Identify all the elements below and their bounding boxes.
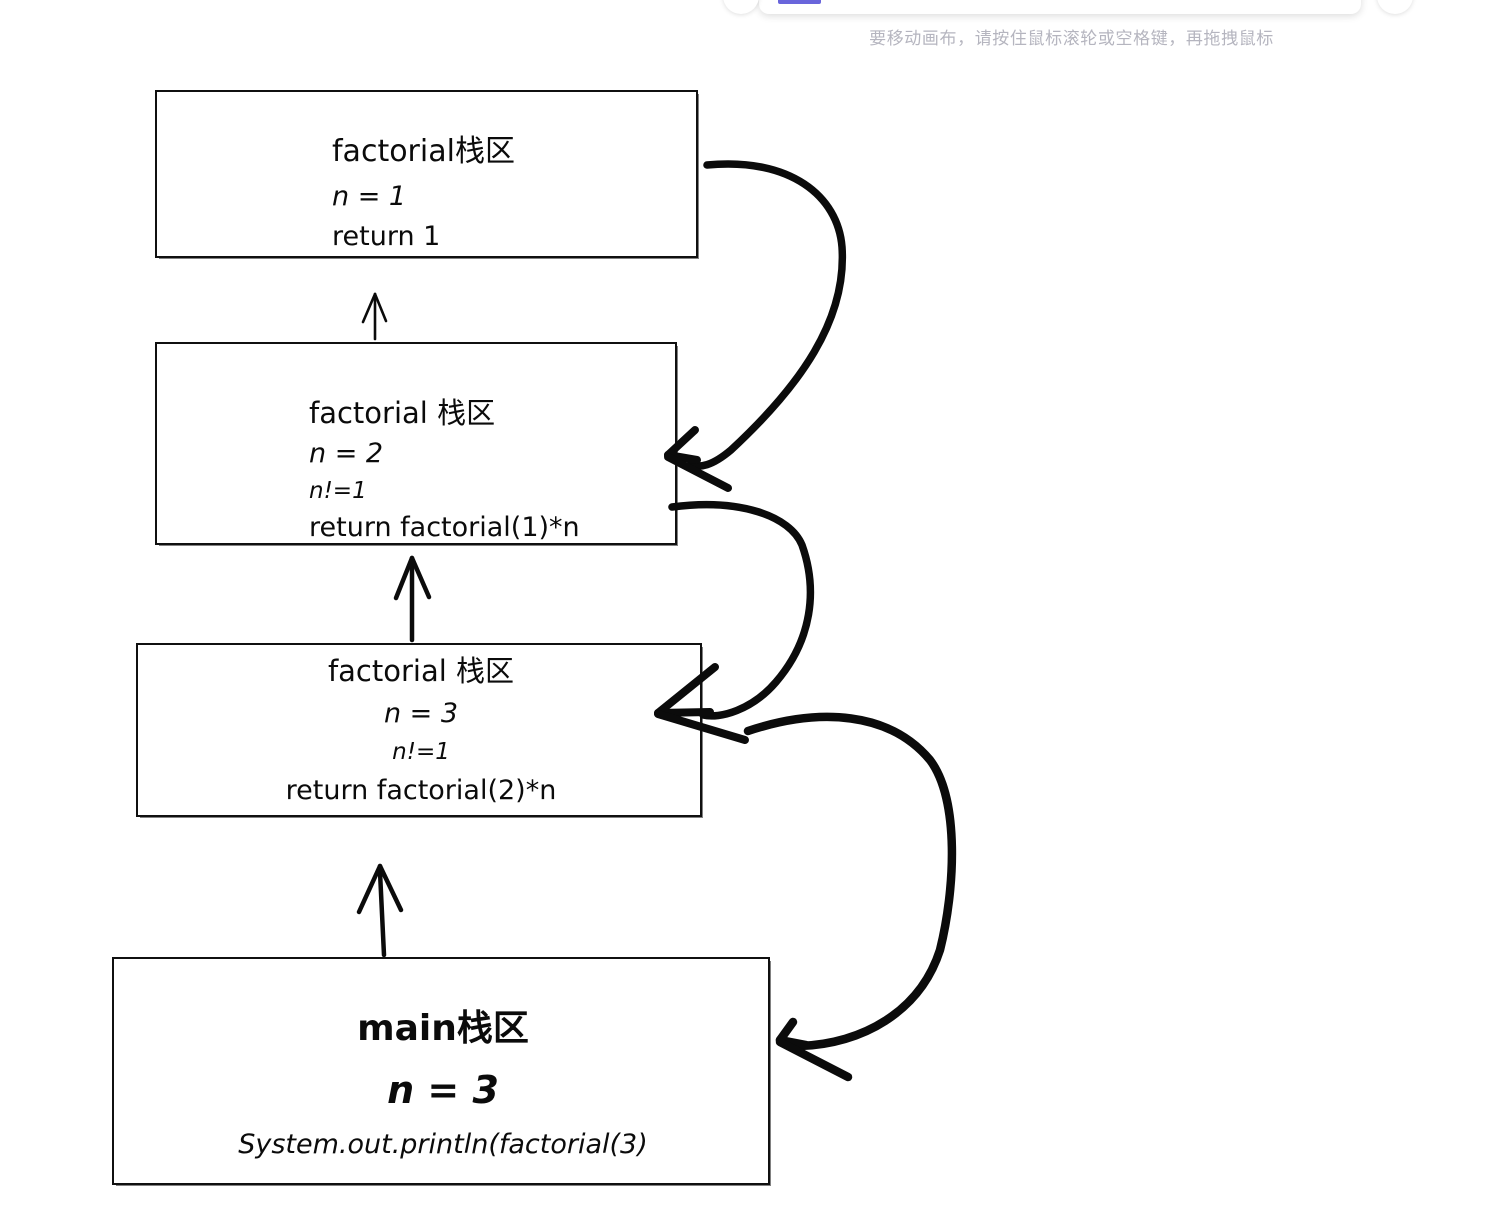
canvas-pan-hint-text: 要移动画布，请按住鼠标滚轮或空格键，再拖拽鼠标 — [869, 29, 1274, 48]
stack-frame-factorial-2[interactable]: factorial 栈区 n = 2 n!=1 return factorial… — [155, 342, 678, 546]
return-arrow-f3-to-main — [743, 712, 957, 1082]
call-arrow-f2-to-f1 — [361, 292, 388, 341]
frame-statement: return 1 — [332, 221, 441, 252]
frame-statement: System.out.println(factorial(3) — [238, 1129, 648, 1160]
frame-title: factorial 栈区 — [309, 396, 496, 430]
frame-variable: n = 3 — [383, 698, 459, 729]
frame-title: factorial栈区 — [332, 134, 515, 169]
stack-frame-main[interactable]: main栈区 n = 3 System.out.println(factoria… — [112, 957, 771, 1186]
frame-condition: n!=1 — [392, 739, 450, 765]
call-arrow-f3-to-f2 — [393, 555, 432, 643]
toolbar-panel[interactable] — [759, 0, 1361, 14]
frame-statement: return factorial(2)*n — [285, 775, 557, 806]
frame-variable: n = 1 — [332, 181, 407, 212]
frame-title: main栈区 — [357, 1008, 529, 1049]
stack-frame-factorial-3[interactable]: factorial 栈区 n = 3 n!=1 return factorial… — [136, 643, 703, 818]
stack-frame-factorial-1[interactable]: factorial栈区 n = 1 return 1 — [155, 90, 699, 259]
frame-variable: n = 2 — [309, 438, 384, 469]
menu-button[interactable] — [723, 0, 759, 14]
frame-statement: return factorial(1)*n — [309, 512, 580, 543]
frame-title: factorial 栈区 — [327, 654, 515, 688]
library-button[interactable] — [1377, 0, 1413, 14]
canvas-pan-hint: 要移动画布，请按住鼠标滚轮或空格键，再拖拽鼠标 — [0, 24, 1493, 49]
frame-variable: n = 3 — [387, 1068, 499, 1112]
call-arrow-main-to-f3 — [356, 863, 404, 958]
active-tool-indicator[interactable] — [778, 0, 821, 4]
frame-condition: n!=1 — [309, 478, 367, 504]
